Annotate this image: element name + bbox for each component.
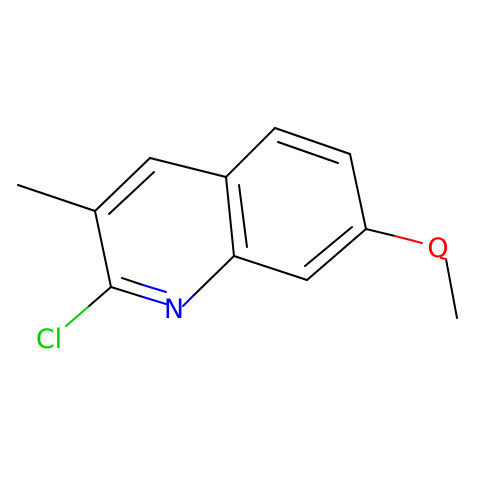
bond-c8a-c4a-inner: [238, 184, 248, 248]
bond-c7-o: [365, 228, 396, 237]
bond-c8-c8a: [233, 255, 308, 281]
bond-c2-n-inner: [121, 277, 144, 286]
bond-c5-c6: [274, 127, 351, 155]
bond-c5-c6-inner: [277, 141, 339, 164]
atom-label-n: N: [164, 294, 184, 325]
colored-bond-halves: [65, 235, 447, 327]
bond-o-methyl-hetero-half: [440, 257, 447, 260]
bond-c2-n-hetero-half: [142, 296, 167, 305]
bond-c2-n: [110, 286, 144, 298]
bond-o-methyl: [445, 258, 458, 319]
bond-c2-cl: [87, 286, 112, 308]
atom-label-o: O: [427, 233, 448, 264]
bond-c7-c8: [306, 228, 367, 281]
bond-c2-n-inner-hetero-half: [142, 284, 167, 293]
bond-c7-c8-inner: [304, 226, 353, 267]
bond-c8a-n: [192, 255, 235, 297]
bond-c3-c4-inner: [108, 171, 155, 215]
bond-c4a-c5: [225, 127, 276, 178]
bond-c7-o-hetero-half: [394, 235, 423, 244]
bond-c8a-n-hetero-half: [182, 295, 194, 307]
atom-labels: N Cl O: [36, 233, 449, 355]
bond-c2-cl-hetero-half: [65, 306, 89, 327]
bond-c6-c7: [349, 153, 367, 230]
atom-label-cl: Cl: [36, 324, 62, 355]
bond-c8a-c4a: [225, 176, 235, 257]
bond-methyl-c3: [17, 184, 96, 212]
bond-c3-c2: [94, 210, 112, 288]
bond-c3-c4: [94, 157, 151, 212]
bonds: [17, 127, 458, 319]
bond-c4-c4a: [149, 157, 227, 178]
